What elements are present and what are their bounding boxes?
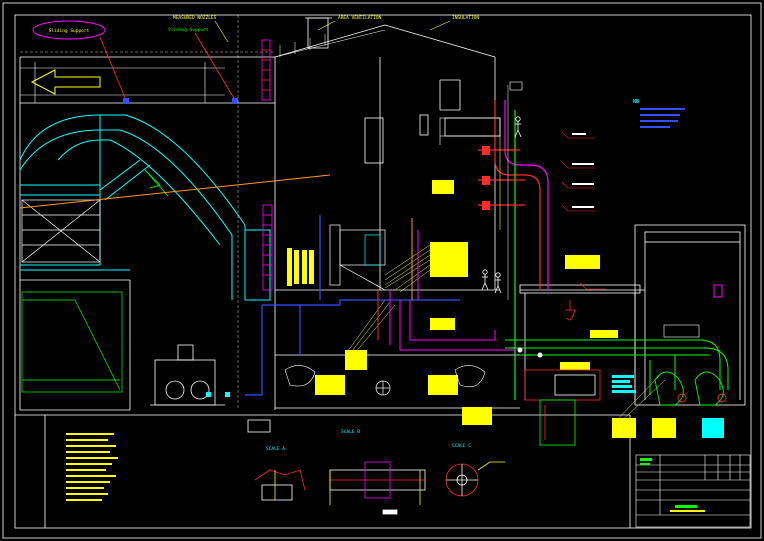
- notes-marker: NB: [633, 99, 639, 105]
- duct-flow-arrow: [144, 169, 169, 197]
- crane-hook-icon: [565, 300, 576, 321]
- bottom-right-callout: [652, 418, 676, 438]
- person-icon: [514, 116, 522, 138]
- measured-nozzles-label: MEASURED NOZZLES: [173, 15, 217, 21]
- fan-icon: [654, 371, 727, 406]
- sliding-support-right-label: Sliding Support: [168, 27, 209, 33]
- detail-markers: [375, 380, 391, 396]
- flow-arrow-icon: [20, 62, 225, 103]
- detail-a: [247, 419, 306, 501]
- level-marker-text: [572, 133, 594, 208]
- central-equipment: [329, 224, 386, 291]
- sliding-support-callout: Sliding Support: [32, 20, 129, 104]
- area-ventilation-label: AREA VENTILATION: [338, 15, 382, 21]
- centre-pipes: [377, 218, 419, 345]
- level-markers: [561, 131, 606, 290]
- sliding-support-right-callout: Sliding Support: [168, 27, 238, 104]
- ladder-top: [261, 39, 271, 101]
- person-icon: [494, 272, 502, 294]
- pipe-flanges: [482, 81, 523, 210]
- cyan-label-bars: [612, 375, 724, 438]
- yellow-callouts: [287, 180, 636, 438]
- main-duct: [19, 114, 271, 301]
- building-structure: [19, 17, 746, 411]
- title-block-text: [640, 458, 705, 512]
- scale-c-label: SCALE C: [452, 443, 471, 449]
- scale-b-label: SCALE B: [341, 429, 360, 435]
- orange-pipe: [19, 174, 331, 209]
- handrail-top: [274, 29, 386, 58]
- right-platform: [439, 117, 501, 145]
- sliding-support-label: Sliding Support: [49, 28, 90, 34]
- motor-block: [524, 369, 601, 446]
- magenta-pipe: [399, 300, 515, 351]
- green-header: [505, 284, 729, 395]
- title-block: [635, 454, 751, 528]
- dimension-lines: [20, 15, 275, 410]
- detail-b: [329, 461, 426, 515]
- person-icon: [481, 269, 489, 291]
- insulation-label: INSULATION: [452, 15, 479, 21]
- callout-leaders: [344, 244, 666, 431]
- valve-icon: [206, 347, 543, 397]
- detail-c-fan: [445, 461, 505, 497]
- heat-exchanger-block: [21, 199, 123, 393]
- terrain-shapes: [284, 365, 486, 388]
- legend-list: [66, 433, 118, 501]
- ladder-middle: [262, 204, 273, 291]
- notes-block: [640, 108, 685, 128]
- pump-icon: [150, 344, 225, 406]
- vertical-pipes: [478, 85, 549, 400]
- scale-a-label: SCALE A: [266, 446, 285, 452]
